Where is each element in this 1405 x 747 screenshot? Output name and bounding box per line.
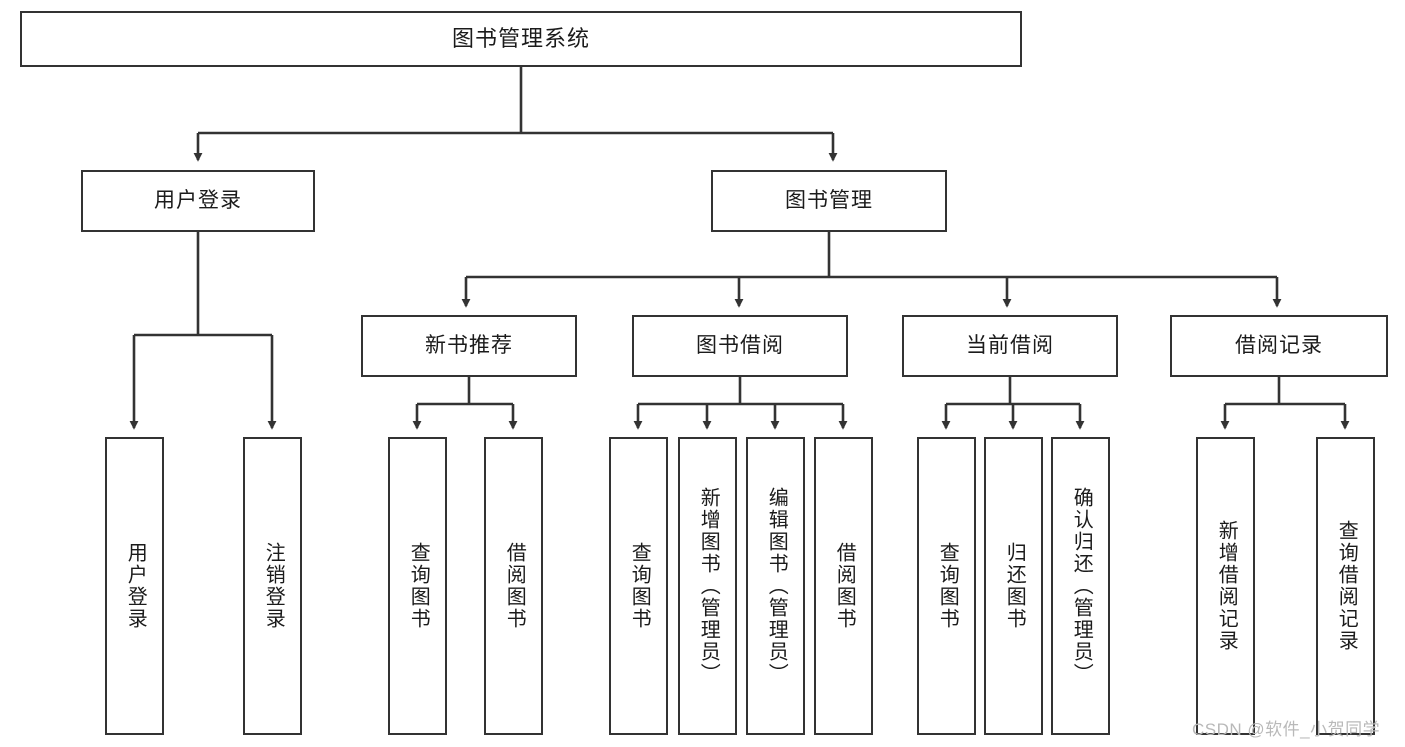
node-label: 确认归还（管理员） [1070, 487, 1093, 685]
node-leaf-query-book-recommendation[interactable]: 查询图书 [388, 437, 447, 735]
node-label: 新增图书（管理员） [697, 487, 720, 685]
node-label: 查询借阅记录 [1335, 520, 1358, 652]
node-label: 用户登录 [154, 189, 242, 213]
node-book-borrow[interactable]: 图书借阅 [632, 315, 848, 377]
node-label: 图书管理 [785, 189, 873, 213]
csdn-watermark: CSDN @软件_小贺同学 [1192, 720, 1381, 739]
node-label: 查询图书 [936, 542, 959, 630]
node-leaf-borrow-book-recommendation[interactable]: 借阅图书 [484, 437, 543, 735]
node-label: 用户登录 [124, 542, 147, 630]
node-book-management-system[interactable]: 图书管理系统 [20, 11, 1022, 67]
node-label: 借阅图书 [503, 542, 526, 630]
node-leaf-edit-book-admin[interactable]: 编辑图书（管理员） [746, 437, 805, 735]
node-user-login[interactable]: 用户登录 [81, 170, 315, 232]
node-borrow-record[interactable]: 借阅记录 [1170, 315, 1388, 377]
node-leaf-query-book-current[interactable]: 查询图书 [917, 437, 976, 735]
node-leaf-query-book-borrow[interactable]: 查询图书 [609, 437, 668, 735]
node-label: 借阅记录 [1235, 334, 1323, 358]
node-book-manage[interactable]: 图书管理 [711, 170, 947, 232]
node-label: 新增借阅记录 [1215, 520, 1238, 652]
node-leaf-return-book[interactable]: 归还图书 [984, 437, 1043, 735]
node-label: 新书推荐 [425, 334, 513, 358]
node-new-book-recommendation[interactable]: 新书推荐 [361, 315, 577, 377]
node-label: 归还图书 [1003, 542, 1026, 630]
node-label: 编辑图书（管理员） [765, 487, 788, 685]
node-label: 图书借阅 [696, 334, 784, 358]
node-label: 查询图书 [628, 542, 651, 630]
node-label: 图书管理系统 [451, 25, 590, 51]
node-label: 当前借阅 [966, 334, 1054, 358]
node-leaf-borrow-book[interactable]: 借阅图书 [814, 437, 873, 735]
node-leaf-add-book-admin[interactable]: 新增图书（管理员） [678, 437, 737, 735]
node-leaf-confirm-return-admin[interactable]: 确认归还（管理员） [1051, 437, 1110, 735]
node-current-borrow[interactable]: 当前借阅 [902, 315, 1118, 377]
node-leaf-user-login[interactable]: 用户登录 [105, 437, 164, 735]
node-label: 借阅图书 [833, 542, 856, 630]
node-label: 注销登录 [262, 542, 285, 630]
node-leaf-add-borrow-record[interactable]: 新增借阅记录 [1196, 437, 1255, 735]
node-leaf-logout[interactable]: 注销登录 [243, 437, 302, 735]
node-label: 查询图书 [407, 542, 430, 630]
node-leaf-query-borrow-record[interactable]: 查询借阅记录 [1316, 437, 1375, 735]
